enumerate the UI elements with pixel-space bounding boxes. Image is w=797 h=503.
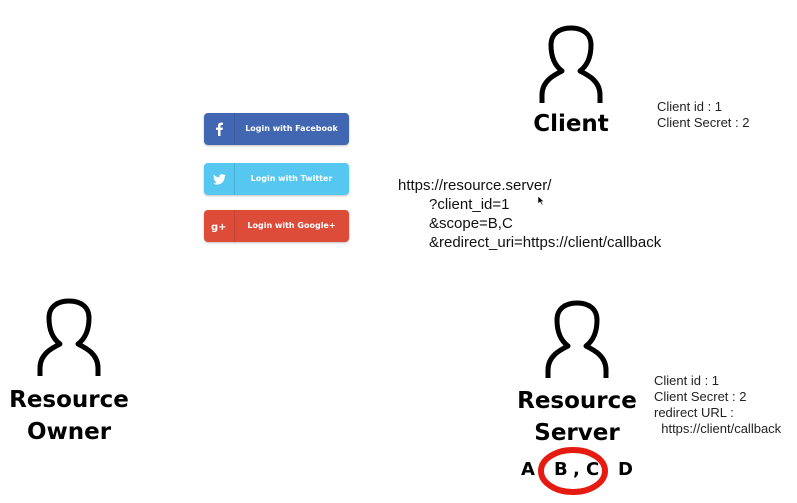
scope-a: A <box>521 459 535 480</box>
resource-owner-label-line1: Resource <box>9 387 129 413</box>
resource-server-label-line2: Server <box>534 420 620 446</box>
google-plus-icon: g+ <box>204 210 235 242</box>
server-redirect-url: https://client/callback <box>654 421 782 436</box>
url-client-id-param: ?client_id=1 <box>429 196 510 213</box>
login-google-plus-label: Login with Google+ <box>247 221 336 230</box>
scope-list: A B , C D <box>518 455 638 485</box>
scope-b: B <box>554 459 568 480</box>
facebook-icon <box>204 113 235 145</box>
svg-text:g+: g+ <box>211 222 227 232</box>
login-facebook-label: Login with Facebook <box>245 124 338 133</box>
resource-server-person-icon <box>545 300 609 378</box>
resource-owner-person-icon <box>37 298 101 376</box>
mouse-cursor-icon <box>537 195 545 206</box>
resource-owner-label: Resource Owner <box>4 384 134 448</box>
server-redirect-label: redirect URL : <box>654 405 734 420</box>
client-label: Client <box>533 111 609 137</box>
url-scope-param: &scope=B,C <box>429 215 513 232</box>
resource-server-label: Resource Server <box>512 385 642 449</box>
login-twitter-button[interactable]: Login with Twitter <box>204 163 349 195</box>
resource-owner-label-line2: Owner <box>26 419 112 445</box>
login-twitter-label: Login with Twitter <box>250 174 333 183</box>
server-client-id-text: Client id : 1 <box>654 373 720 388</box>
login-google-plus-button[interactable]: g+ Login with Google+ <box>204 210 349 242</box>
url-base: https://resource.server/ <box>398 177 552 194</box>
selected-scopes-highlight-ring <box>538 447 608 495</box>
server-registration-note: Client id : 1 Client Secret : 2 redirect… <box>654 373 781 437</box>
resource-server-label-line1: Resource <box>517 388 637 414</box>
twitter-icon <box>204 163 235 195</box>
scope-c: C <box>586 459 600 480</box>
client-credentials-note: Client id : 1 Client Secret : 2 <box>657 99 750 131</box>
client-person-icon <box>539 25 603 103</box>
server-client-secret-text: Client Secret : 2 <box>654 389 747 404</box>
scope-d: D <box>618 459 633 480</box>
client-secret-text: Client Secret : 2 <box>657 115 750 130</box>
authorization-url: https://resource.server/ ?client_id=1 &s… <box>398 176 661 252</box>
scope-separator: , <box>573 459 580 480</box>
client-id-text: Client id : 1 <box>657 99 723 114</box>
url-redirect-param: &redirect_uri=https://client/callback <box>429 234 662 251</box>
login-facebook-button[interactable]: Login with Facebook <box>204 113 349 145</box>
